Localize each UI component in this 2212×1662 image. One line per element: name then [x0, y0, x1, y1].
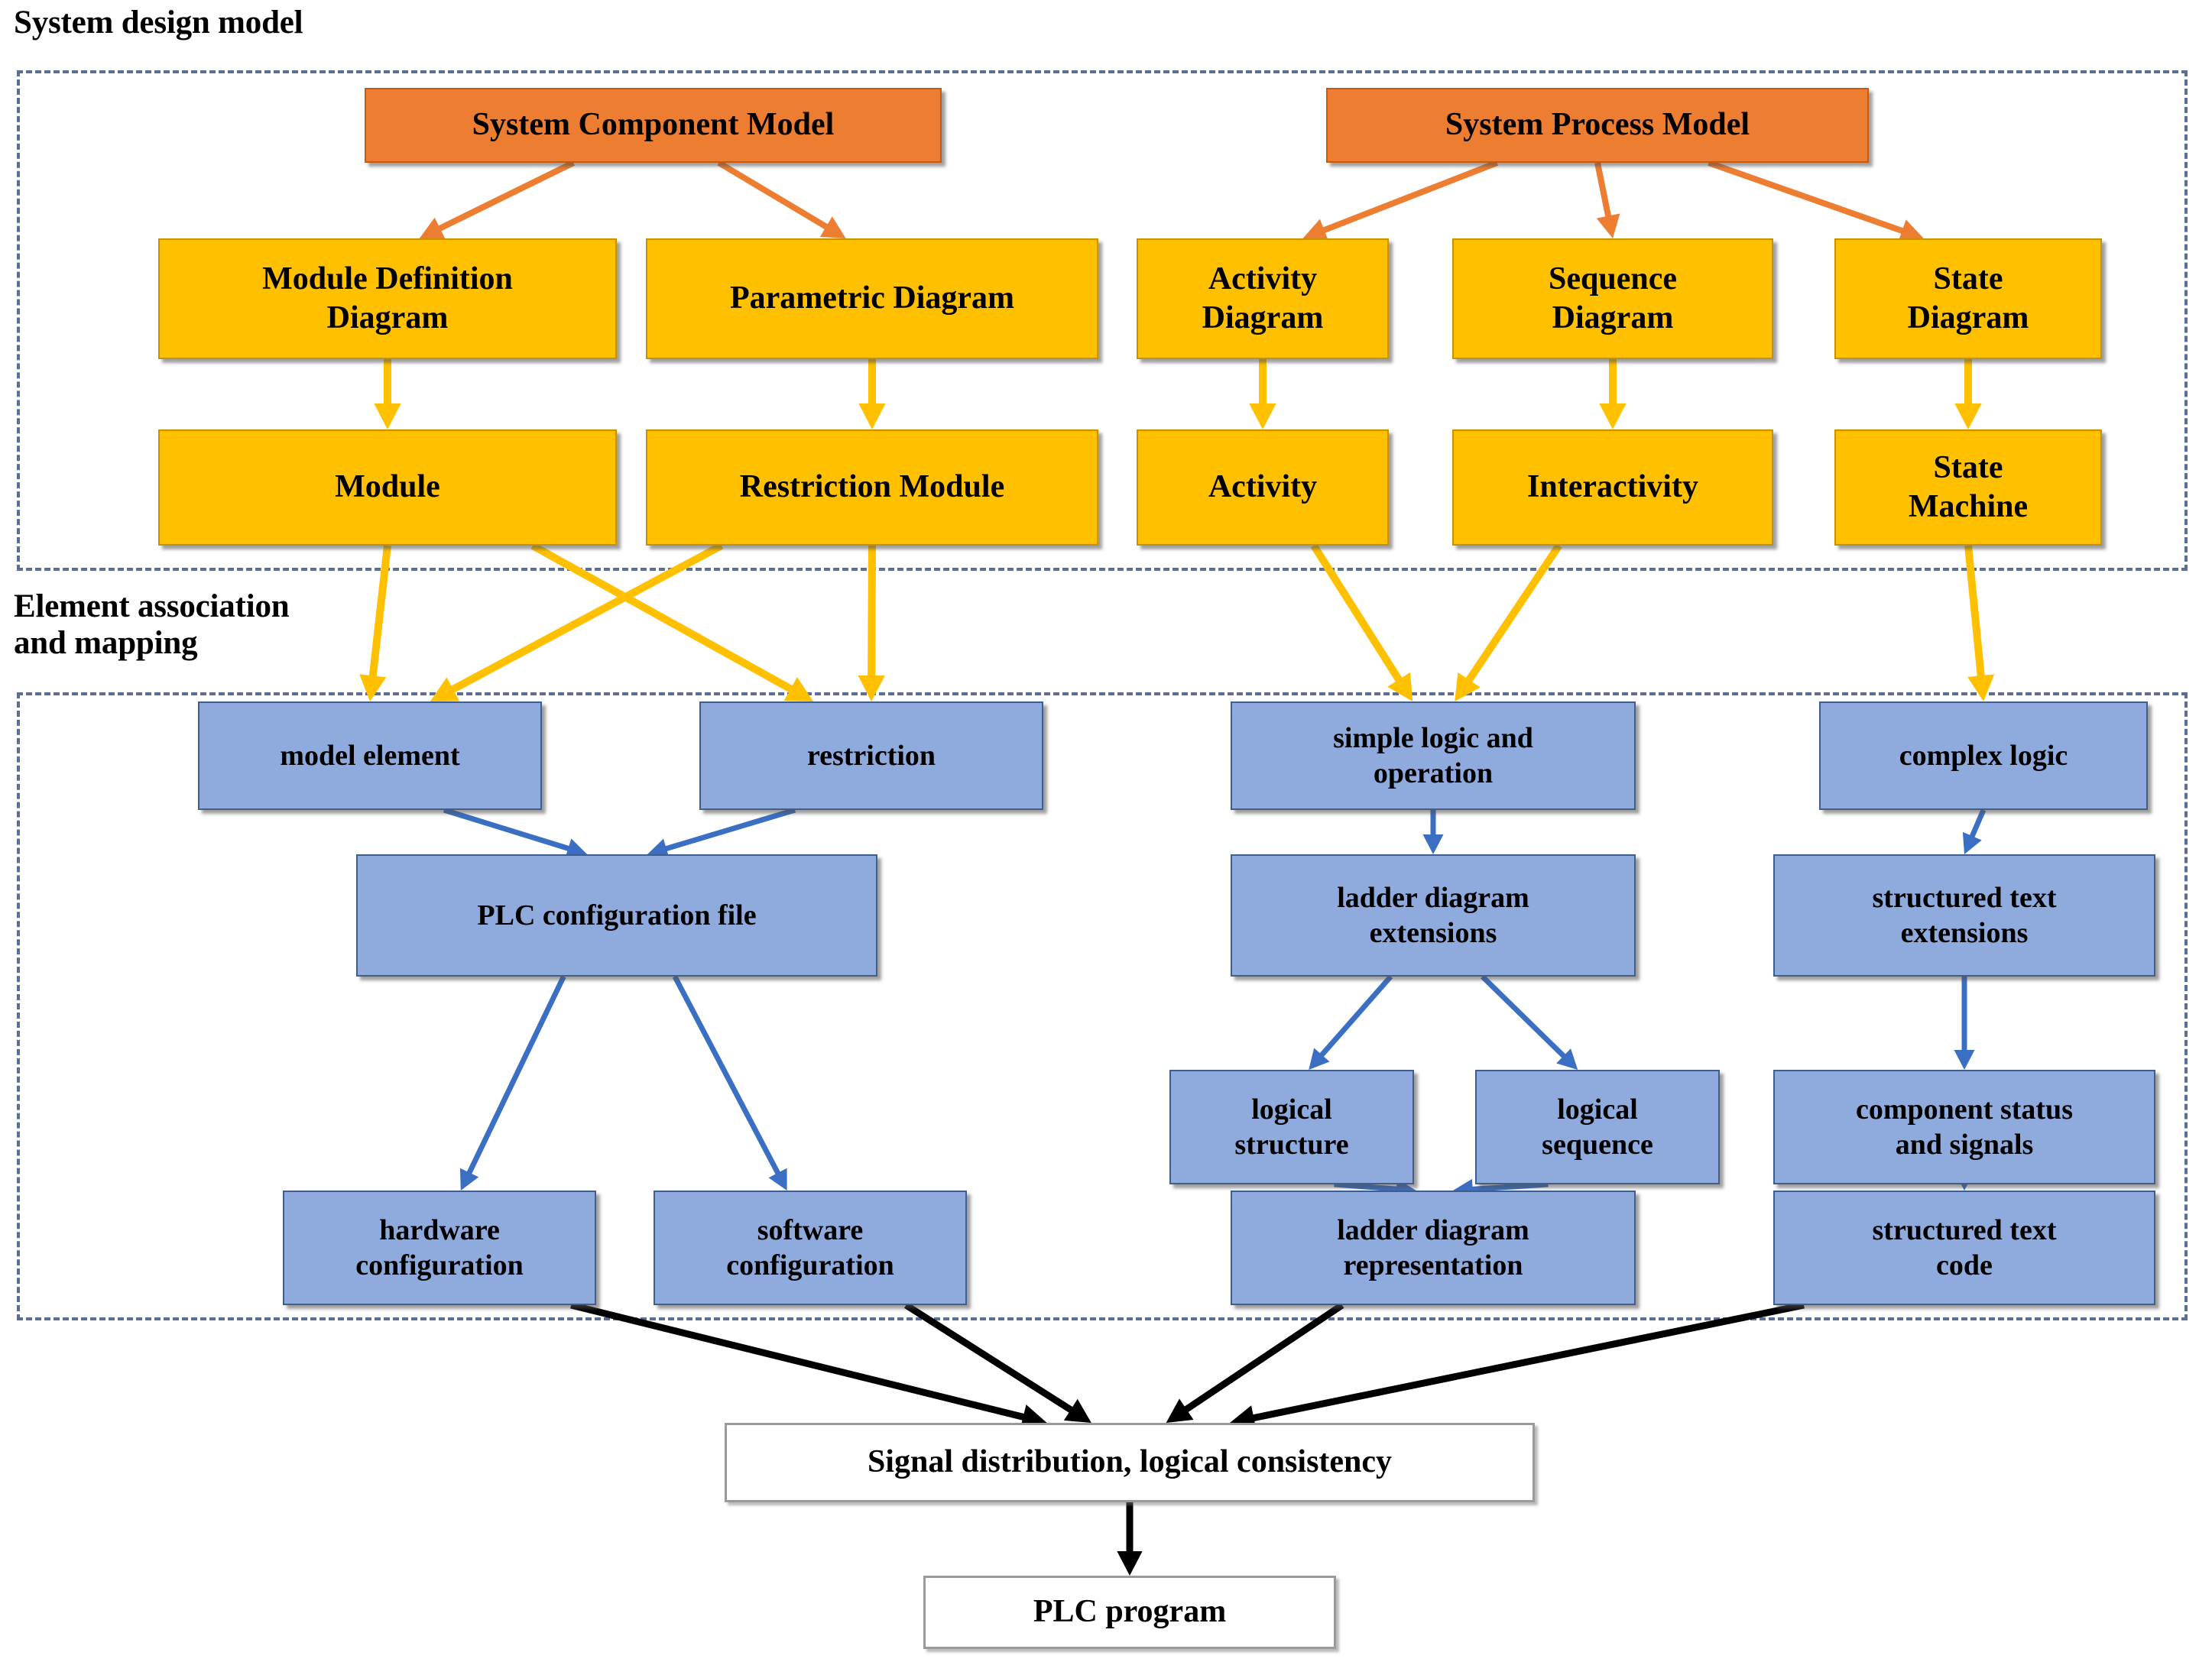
node-activity[interactable]: Activity: [1137, 429, 1389, 546]
node-ladder-diagram-representation[interactable]: ladder diagram representation: [1231, 1191, 1636, 1305]
node-logical-sequence[interactable]: logical sequence: [1475, 1070, 1720, 1184]
node-complex-logic[interactable]: complex logic: [1819, 701, 2148, 810]
element-association-frame: [17, 692, 2188, 1320]
section-label-element-association-and-mapping: Element association and mapping: [14, 588, 290, 662]
node-state-diagram[interactable]: State Diagram: [1834, 238, 2102, 359]
node-label: structured text extensions: [1872, 881, 2057, 949]
node-label: component status and signals: [1856, 1093, 2073, 1161]
node-restriction[interactable]: restriction: [699, 701, 1043, 810]
node-parametric-diagram[interactable]: Parametric Diagram: [646, 238, 1098, 359]
node-label: System Process Model: [1445, 107, 1750, 143]
node-model-element[interactable]: model element: [198, 701, 542, 810]
node-label: model element: [280, 739, 460, 772]
node-plc-configuration-file[interactable]: PLC configuration file: [356, 854, 877, 977]
node-label: PLC program: [1033, 1594, 1227, 1630]
node-label: software configuration: [726, 1213, 894, 1281]
node-activity-diagram[interactable]: Activity Diagram: [1137, 238, 1389, 359]
node-ladder-diagram-extensions[interactable]: ladder diagram extensions: [1231, 854, 1636, 977]
node-structured-text-extensions[interactable]: structured text extensions: [1773, 854, 2155, 977]
node-label: Signal distribution, logical consistency: [867, 1444, 1393, 1480]
node-label: structured text code: [1872, 1213, 2057, 1281]
node-label: simple logic and operation: [1333, 721, 1533, 789]
node-label: ladder diagram representation: [1337, 1213, 1529, 1281]
node-label: complex logic: [1899, 739, 2068, 772]
node-label: Interactivity: [1527, 469, 1698, 505]
node-label: Activity Diagram: [1202, 261, 1324, 335]
node-module[interactable]: Module: [158, 429, 617, 546]
node-label: PLC configuration file: [477, 899, 757, 931]
node-label: logical sequence: [1542, 1093, 1653, 1161]
node-label: hardware configuration: [355, 1213, 524, 1281]
node-module-definition-diagram[interactable]: Module Definition Diagram: [158, 238, 617, 359]
node-plc-program[interactable]: PLC program: [923, 1576, 1336, 1649]
node-label: Module: [335, 469, 440, 505]
node-label: Restriction Module: [739, 469, 1005, 505]
node-state-machine[interactable]: State Machine: [1834, 429, 2102, 546]
node-label: Activity: [1208, 469, 1318, 505]
node-system-component-model[interactable]: System Component Model: [365, 88, 942, 163]
node-label: logical structure: [1234, 1093, 1349, 1161]
node-label: State Diagram: [1907, 261, 2029, 335]
node-structured-text-code[interactable]: structured text code: [1773, 1191, 2155, 1305]
node-interactivity[interactable]: Interactivity: [1452, 429, 1773, 546]
node-label: State Machine: [1908, 449, 2029, 524]
node-simple-logic-and-operation[interactable]: simple logic and operation: [1231, 701, 1636, 810]
node-logical-structure[interactable]: logical structure: [1169, 1070, 1414, 1184]
node-label: ladder diagram extensions: [1337, 881, 1529, 949]
node-restriction-module[interactable]: Restriction Module: [646, 429, 1098, 546]
node-label: restriction: [806, 739, 936, 772]
node-label: System Component Model: [472, 107, 835, 143]
node-system-process-model[interactable]: System Process Model: [1326, 88, 1869, 163]
system-design-model-frame: [17, 70, 2188, 571]
node-sequence-diagram[interactable]: Sequence Diagram: [1452, 238, 1773, 359]
node-component-status-and-signals[interactable]: component status and signals: [1773, 1070, 2155, 1184]
node-signal-distribution-logical-consistency[interactable]: Signal distribution, logical consistency: [725, 1423, 1535, 1502]
node-software-configuration[interactable]: software configuration: [654, 1191, 967, 1305]
node-label: Parametric Diagram: [730, 280, 1014, 316]
section-label-system-design-model: System design model: [14, 5, 303, 40]
node-label: Sequence Diagram: [1549, 261, 1677, 335]
node-hardware-configuration[interactable]: hardware configuration: [283, 1191, 596, 1305]
node-label: Module Definition Diagram: [262, 261, 513, 335]
